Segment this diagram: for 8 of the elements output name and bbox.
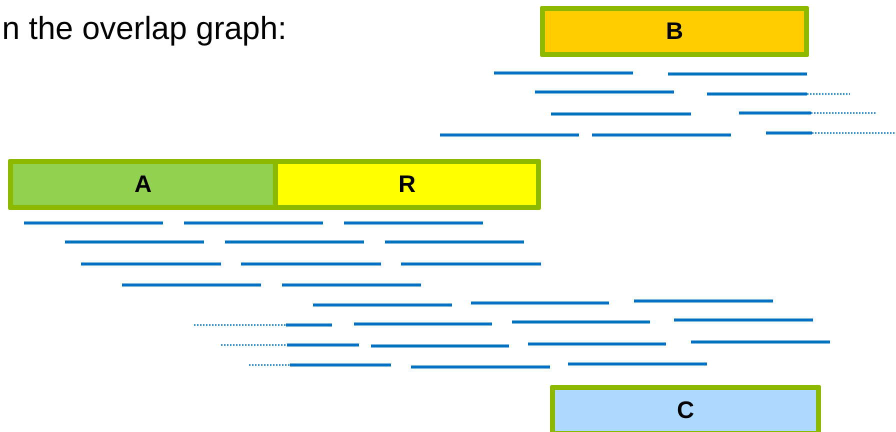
contig-label: A — [134, 172, 152, 196]
heading-text: n the overlap graph: — [2, 9, 287, 48]
contig-label: B — [666, 20, 684, 44]
contig-bar — [273, 159, 541, 210]
contig-bar — [550, 385, 821, 432]
contig-bar — [540, 6, 809, 57]
contig-label: C — [676, 398, 694, 422]
contig-label: R — [398, 172, 416, 196]
